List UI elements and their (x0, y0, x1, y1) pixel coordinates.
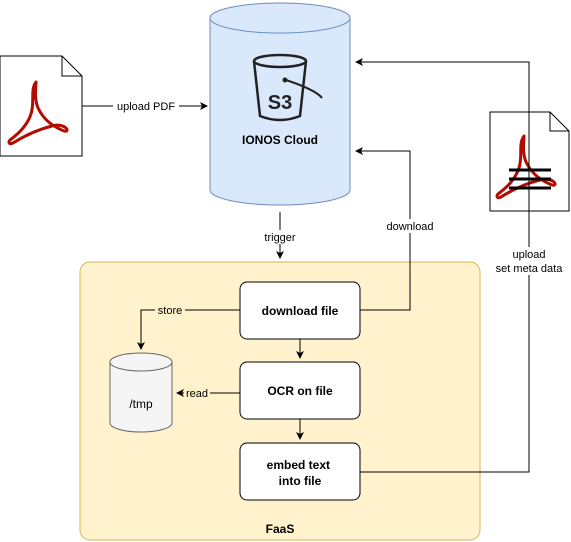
tmp-cylinder-top (109, 352, 173, 372)
step-download-label: download file (262, 304, 339, 318)
cylinder-top (209, 2, 351, 34)
edge-store: store (137, 303, 240, 350)
edge-download: download (355, 147, 436, 311)
edge-read: read (176, 386, 240, 400)
edge-upload-label: upload (512, 249, 545, 261)
edge-upload-pdf: upload PDF (82, 99, 208, 113)
faas-label: FaaS (266, 522, 295, 536)
tmp-cylinder-body (109, 362, 173, 433)
step-embed-label-line2: into file (279, 474, 322, 488)
step-ocr-on-file: OCR on file (239, 361, 361, 420)
step-embed-text: embed text into file (239, 442, 361, 501)
s3-bucket-icon: S3 (252, 53, 323, 122)
edge-read-label: read (186, 388, 208, 400)
pdf-document-icon (0, 55, 83, 157)
step-download-file: download file (239, 281, 361, 340)
edge-store-label: store (158, 305, 182, 317)
edge-upload-meta: upload set meta data (355, 58, 566, 473)
s3-badge: S3 (268, 92, 292, 114)
s3-storage-cylinder: S3 IONOS Cloud (209, 2, 351, 206)
step-embed-label: embed text into file (267, 458, 334, 488)
edge-upload-pdf-label: upload PDF (117, 101, 175, 113)
step-ocr-label: OCR on file (267, 384, 333, 398)
tmp-storage-cylinder: /tmp (109, 352, 173, 433)
storage-name: IONOS Cloud (242, 133, 318, 147)
text-lines (509, 168, 551, 190)
acrobat-logo (7, 80, 69, 146)
step-embed-label-line1: embed text (267, 458, 330, 472)
edge-trigger-label: trigger (264, 232, 296, 244)
cylinder-body (209, 18, 351, 206)
edge-download-label: download (386, 221, 433, 233)
tmp-label: /tmp (129, 397, 153, 411)
edge-trigger: trigger (262, 212, 298, 259)
edge-set-meta-label: set meta data (496, 263, 564, 275)
